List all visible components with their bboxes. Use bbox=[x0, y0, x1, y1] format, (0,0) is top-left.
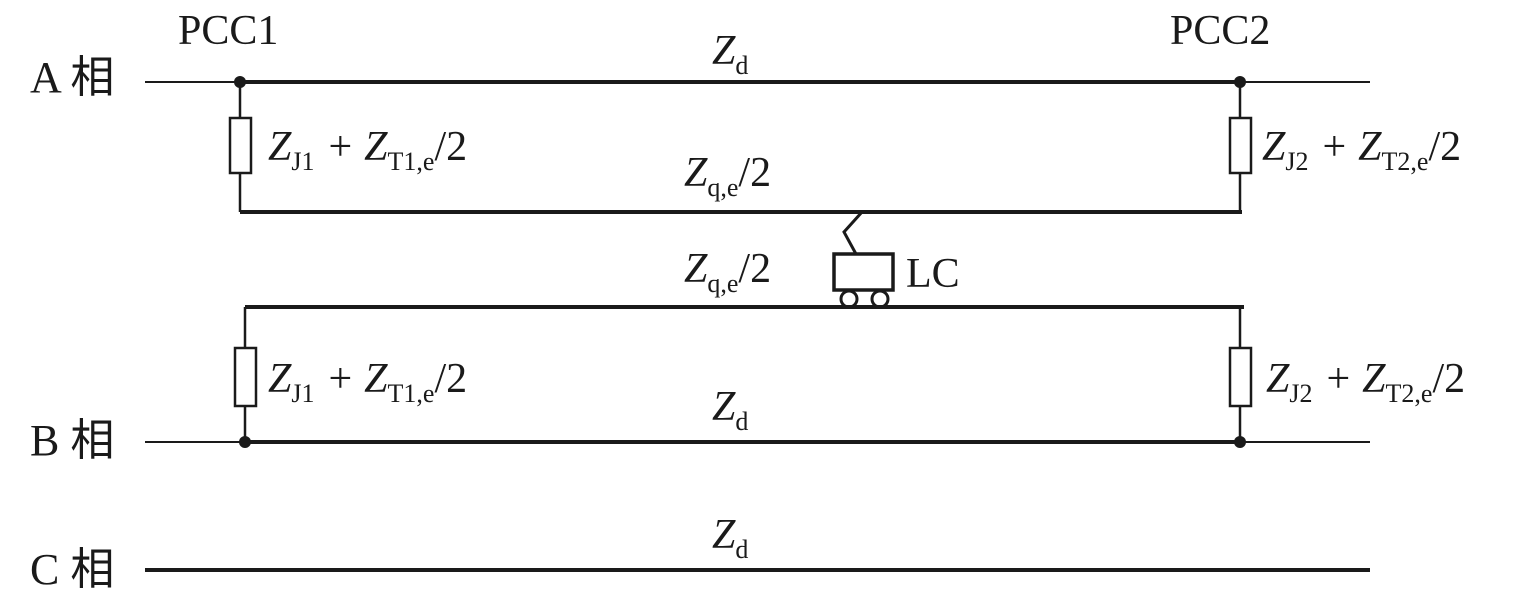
phase-b-label: B 相 bbox=[30, 416, 114, 465]
impedance-a-right-resistor bbox=[1228, 116, 1253, 175]
locomotive-wheel-left bbox=[839, 289, 859, 309]
zq-label-a: Zq,e/2 bbox=[684, 150, 771, 202]
zd-label-b: Zd bbox=[712, 384, 748, 436]
pcc2-label: PCC2 bbox=[1170, 8, 1270, 54]
pcc1-label: PCC1 bbox=[178, 8, 278, 54]
locomotive-label: LC bbox=[906, 251, 960, 297]
impedance-label-a-left: ZJ1+ZT1,e/2 bbox=[268, 124, 467, 176]
phase-c-label: C 相 bbox=[30, 545, 114, 594]
zd-label-a: Zd bbox=[712, 28, 748, 80]
pcc2-node-b bbox=[1234, 436, 1246, 448]
pcc1-node-b bbox=[239, 436, 251, 448]
locomotive-body bbox=[832, 252, 895, 292]
zd-label-c: Zd bbox=[712, 512, 748, 564]
impedance-b-right-resistor bbox=[1228, 346, 1253, 408]
impedance-label-b-right: ZJ2+ZT2,e/2 bbox=[1266, 356, 1465, 408]
zq-label-b: Zq,e/2 bbox=[684, 246, 771, 298]
locomotive-wheel-right bbox=[870, 289, 890, 309]
impedance-label-b-left: ZJ1+ZT1,e/2 bbox=[268, 356, 467, 408]
impedance-b-left-resistor bbox=[233, 346, 258, 408]
locomotive-pantograph bbox=[842, 210, 864, 255]
impedance-a-left-resistor bbox=[228, 116, 253, 175]
impedance-label-a-right: ZJ2+ZT2,e/2 bbox=[1262, 124, 1461, 176]
phase-a-label: A 相 bbox=[30, 53, 114, 102]
